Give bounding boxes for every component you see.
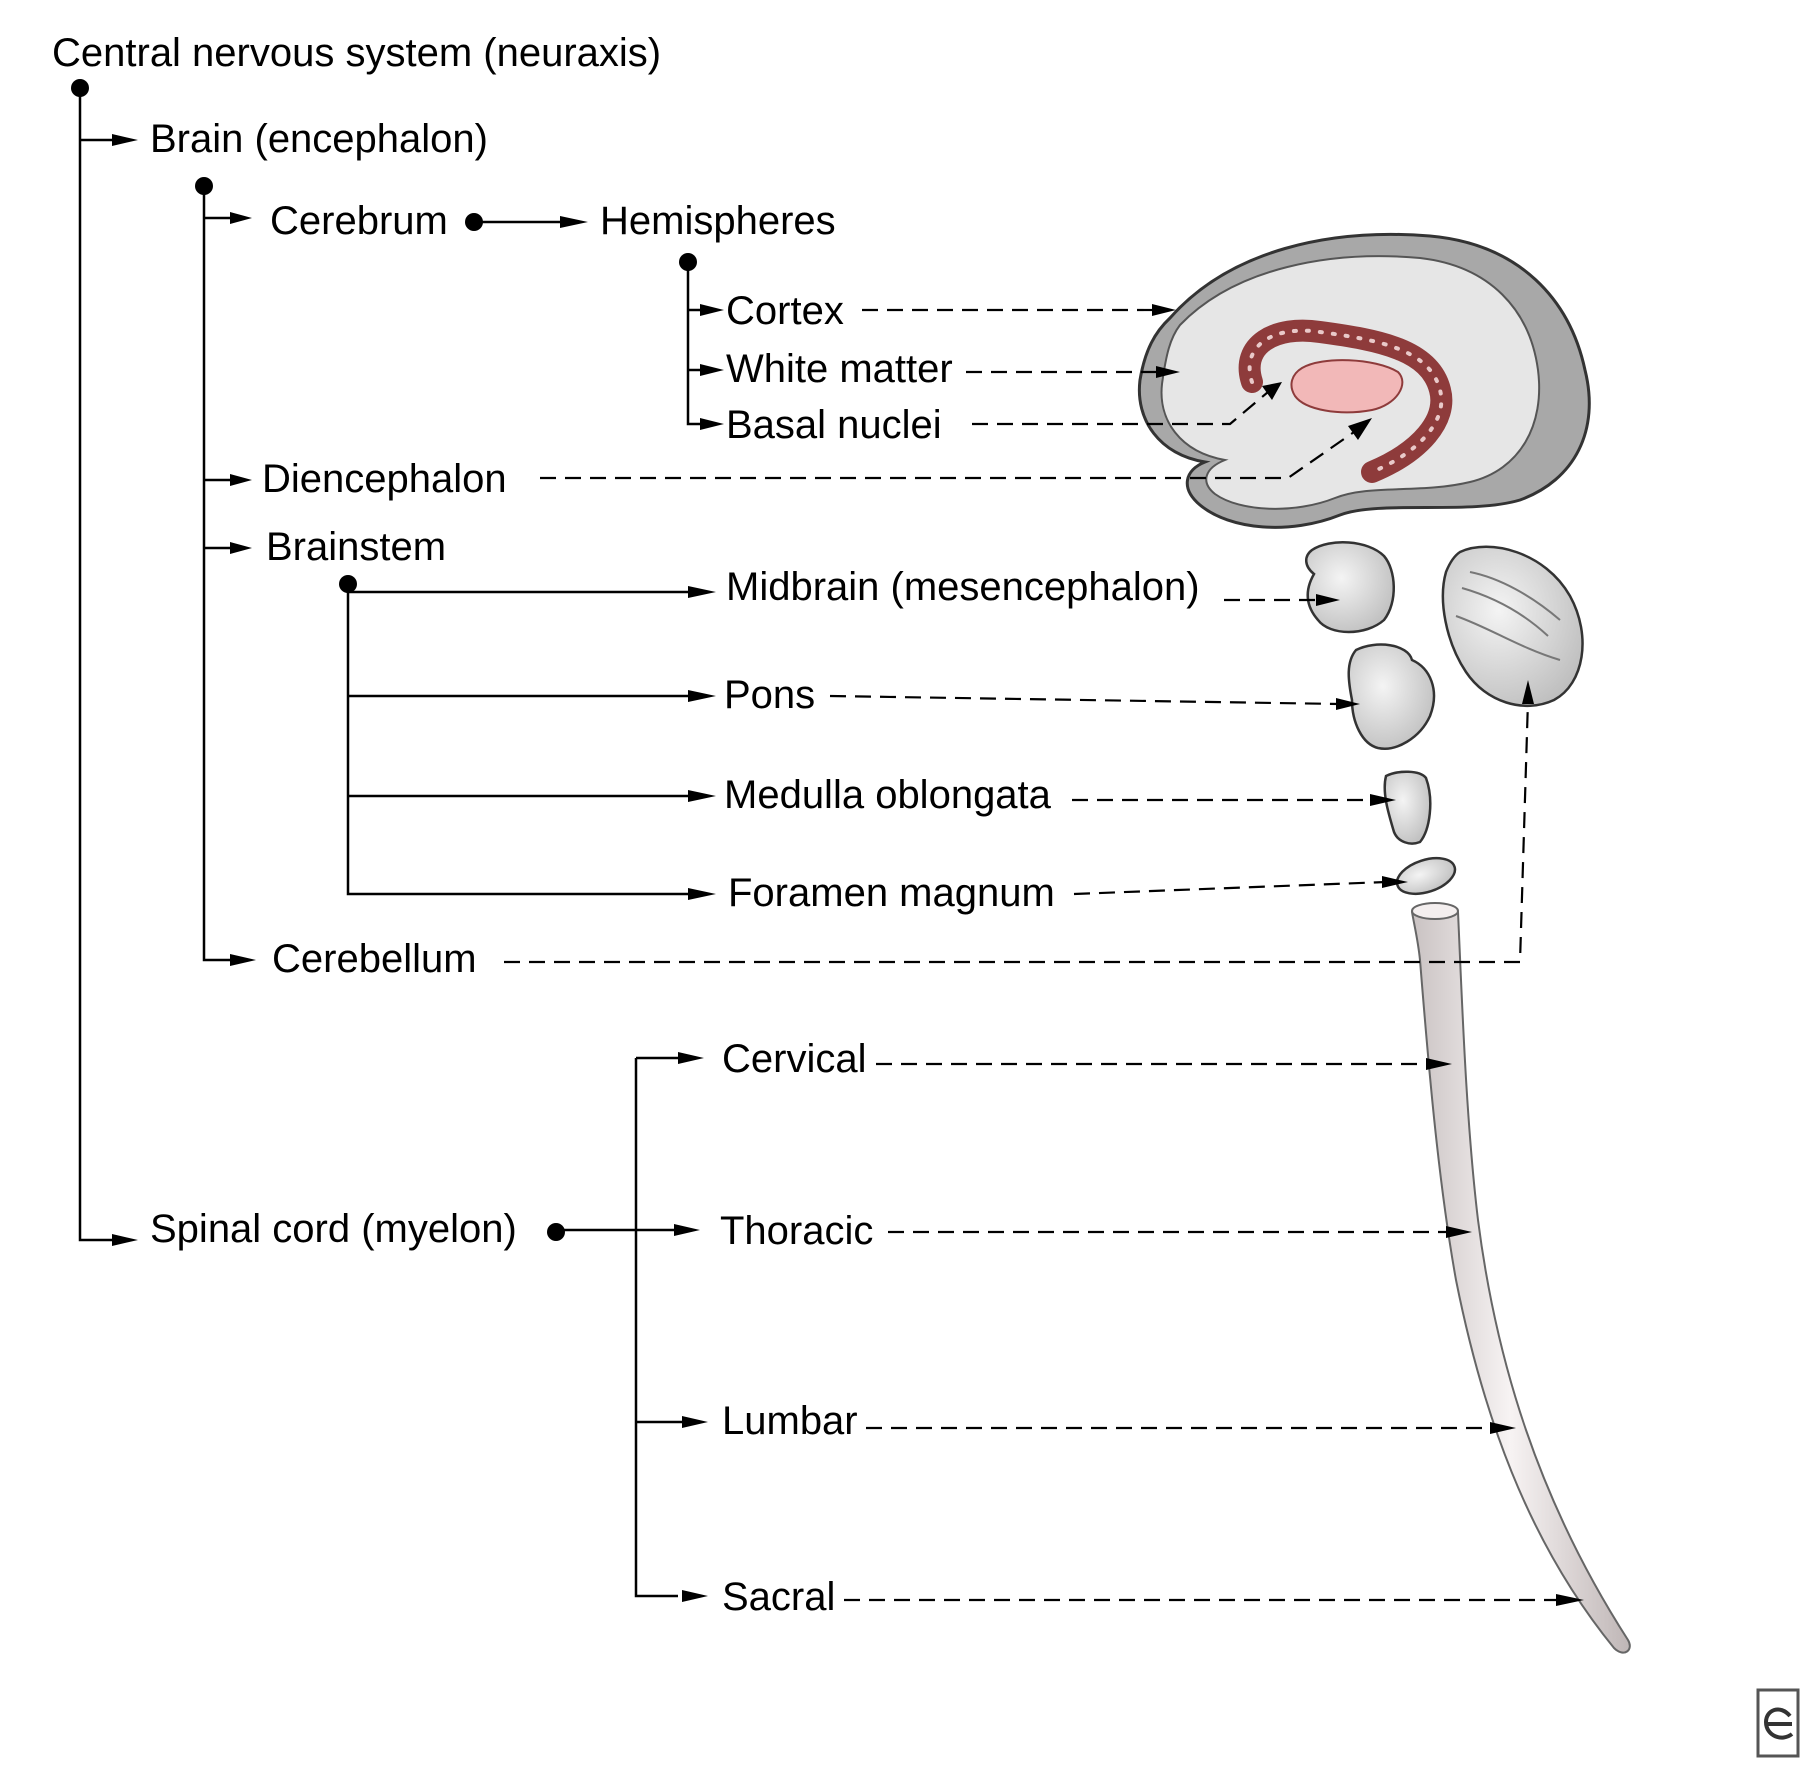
foramen-magnum-illustration	[1395, 856, 1457, 896]
basal-nuclei-shape	[1290, 359, 1404, 414]
cerebrum-label: Cerebrum	[270, 199, 448, 243]
hierarchy-connectors	[71, 79, 724, 1602]
lumbar-label: Lumbar	[722, 1399, 858, 1443]
basal-nuclei-label: Basal nuclei	[726, 403, 942, 447]
midbrain-illustration	[1305, 541, 1395, 634]
medulla-label: Medulla oblongata	[724, 773, 1052, 817]
leader-lines	[504, 304, 1584, 1606]
spinal-cord-illustration	[1410, 902, 1631, 1654]
brainstem-label: Brainstem	[266, 525, 446, 569]
cerebellum-illustration	[1441, 545, 1584, 708]
midbrain-label: Midbrain (mesencephalon)	[726, 565, 1200, 609]
diencephalon-label: Diencephalon	[262, 457, 507, 501]
cervical-label: Cervical	[722, 1037, 866, 1081]
cortex-band-dots	[1247, 328, 1444, 474]
brain-label: Brain (encephalon)	[150, 117, 488, 161]
hemispheres-label: Hemispheres	[600, 199, 836, 243]
root-label: Central nervous system (neuraxis)	[52, 31, 661, 75]
medulla-illustration	[1383, 770, 1432, 845]
white-matter-label: White matter	[726, 347, 953, 391]
cerebellum-label: Cerebellum	[272, 937, 477, 981]
thoracic-label: Thoracic	[720, 1209, 873, 1253]
pons-illustration	[1347, 643, 1436, 750]
sacral-label: Sacral	[722, 1575, 835, 1619]
publisher-logo	[1756, 1688, 1800, 1758]
foramen-magnum-label: Foramen magnum	[728, 871, 1055, 915]
labels: Central nervous system (neuraxis) Brain …	[52, 31, 1200, 1619]
cortex-label: Cortex	[726, 289, 844, 333]
pons-label: Pons	[724, 673, 815, 717]
spinal-cord-label: Spinal cord (myelon)	[150, 1207, 517, 1251]
brain-section-illustration	[1137, 232, 1591, 529]
